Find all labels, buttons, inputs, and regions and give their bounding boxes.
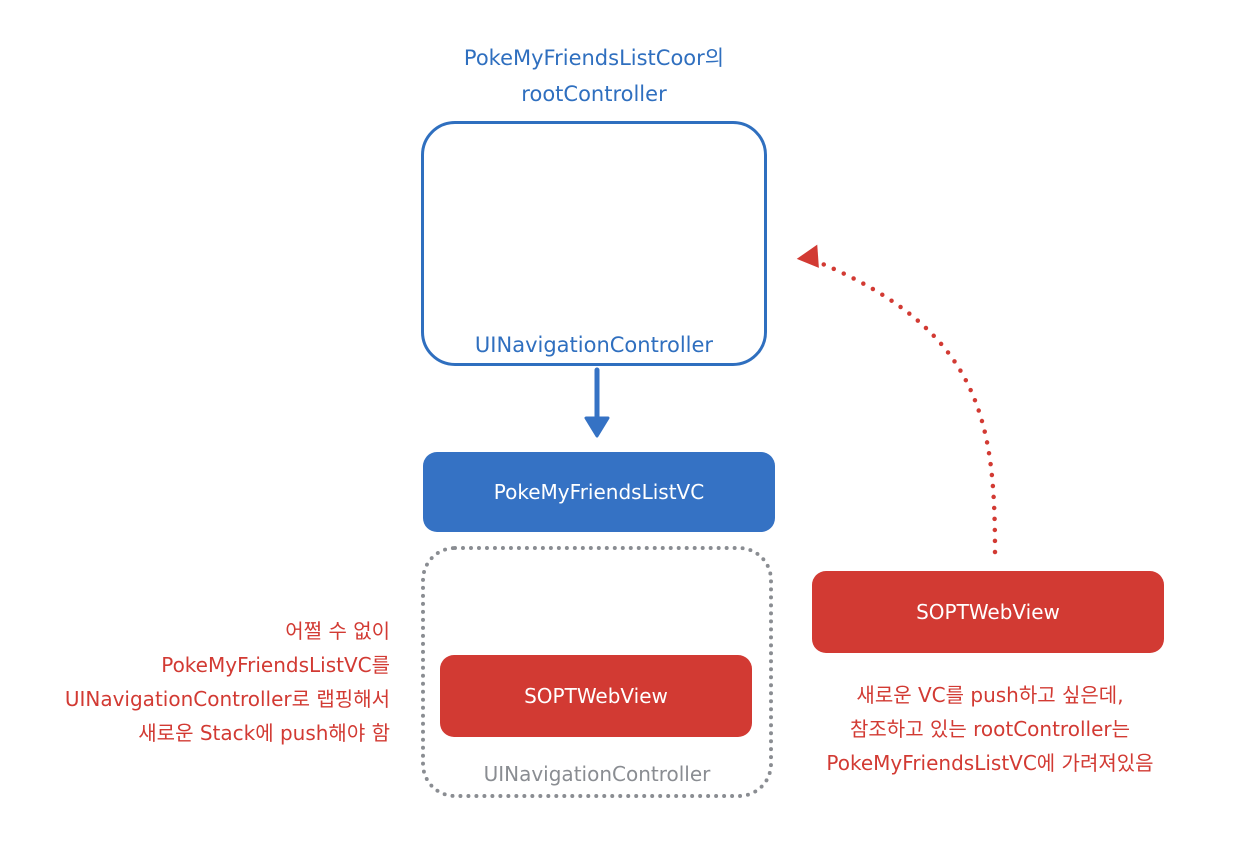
caption-line-1: PokeMyFriendsListCoor의	[463, 46, 725, 70]
left-note-line-1: 어쩔 수 없이	[285, 619, 390, 643]
navigation-controller-label: UINavigationController	[474, 333, 714, 357]
new-navigation-controller-label: UINavigationController	[483, 762, 711, 786]
right-note-line-3: PokeMyFriendsListVC에 가려져있음	[826, 751, 1154, 775]
new-navigation-controller-box: UINavigationController	[421, 546, 773, 798]
inner-webview-box: SOPTWebView	[440, 655, 752, 737]
down-arrow-icon	[584, 367, 610, 438]
root-navigation-controller-box: UINavigationController	[421, 121, 767, 366]
right-note-line-2: 참조하고 있는 rootController는	[850, 717, 1130, 741]
right-webview-box: SOPTWebView	[812, 571, 1164, 653]
left-note-line-4: 새로운 Stack에 push해야 함	[138, 721, 390, 745]
caption-line-2: rootController	[521, 82, 667, 106]
left-note: 어쩔 수 없이 PokeMyFriendsListVC를 UINavigatio…	[0, 614, 390, 750]
friends-list-vc-label: PokeMyFriendsListVC	[493, 480, 705, 504]
right-note: 새로운 VC를 push하고 싶은데, 참조하고 있는 rootControll…	[780, 678, 1200, 780]
right-webview-label: SOPTWebView	[916, 600, 1060, 624]
inner-webview-label: SOPTWebView	[524, 684, 668, 708]
right-note-line-1: 새로운 VC를 push하고 싶은데,	[856, 683, 1124, 707]
left-note-line-3: UINavigationController로 랩핑해서	[64, 687, 390, 711]
friends-list-vc-box: PokeMyFriendsListVC	[423, 452, 775, 532]
root-controller-caption: PokeMyFriendsListCoor의 rootController	[394, 40, 794, 112]
left-note-line-2: PokeMyFriendsListVC를	[161, 653, 390, 677]
dotted-return-arrow-icon	[796, 244, 998, 555]
